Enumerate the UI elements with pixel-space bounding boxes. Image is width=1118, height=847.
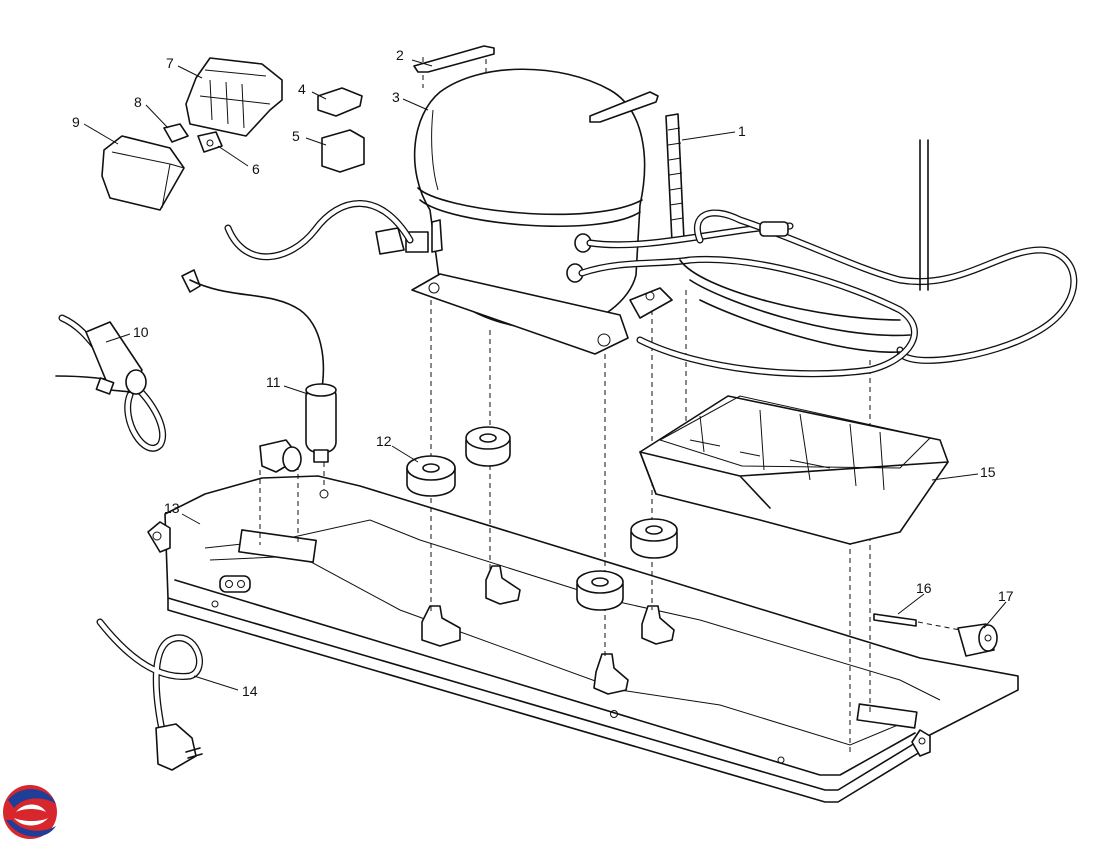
relay-assembly [101,57,365,211]
callout-17: 17 [998,588,1014,604]
clamp-brackets [413,45,659,123]
base-plate [147,475,1019,803]
brand-logo [3,785,57,839]
callout-5: 5 [292,128,300,144]
drip-tray [639,395,949,545]
callout-labels: 1 2 3 4 5 6 7 8 9 10 11 12 13 14 15 16 1… [72,47,1014,699]
leader-lines [83,59,1007,691]
coil-tubing [578,113,1078,378]
end-cap-left [259,439,302,473]
callout-1: 1 [738,123,746,139]
pin-and-cap [873,613,998,657]
callout-11: 11 [266,374,281,390]
callout-9: 9 [72,114,80,130]
callout-2: 2 [396,47,404,63]
callout-7: 7 [166,55,174,71]
callout-15: 15 [980,464,996,480]
callout-6: 6 [252,161,260,177]
capacitor [181,269,337,463]
compressor [375,68,673,355]
callout-14: 14 [242,683,258,699]
callout-8: 8 [134,94,142,110]
callout-4: 4 [298,81,306,97]
rubber-grommets [406,426,678,611]
callout-13: 13 [164,500,180,516]
callout-16: 16 [916,580,932,596]
thermal-protector [55,314,167,452]
callout-12: 12 [376,433,392,449]
callout-10: 10 [133,324,149,340]
callout-3: 3 [392,89,400,105]
power-cord [96,618,203,771]
compressor-wire [224,200,414,261]
